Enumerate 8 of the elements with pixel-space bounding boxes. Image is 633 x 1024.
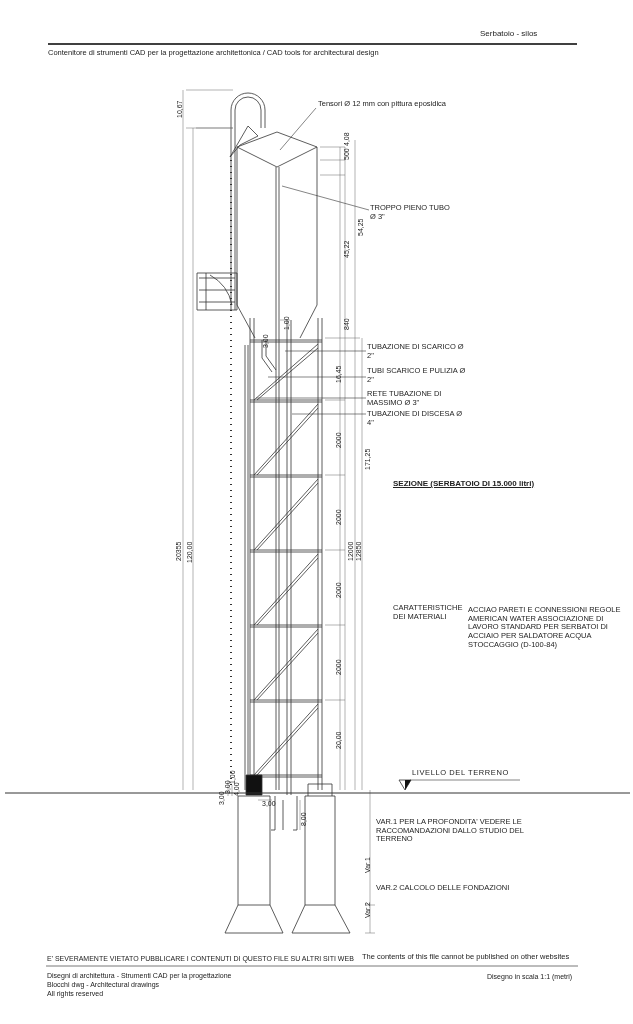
header-text: Serbatoio - silos: [480, 29, 538, 39]
leader-line: [284, 350, 367, 352]
section-title: SEZIONE (SERBATOIO DI 15.000 litri): [393, 479, 535, 489]
leader-line: [255, 397, 367, 399]
leader-line: [279, 107, 317, 151]
leader-line: [267, 376, 367, 378]
leader-line: [281, 185, 370, 211]
leader-line: [291, 413, 367, 415]
